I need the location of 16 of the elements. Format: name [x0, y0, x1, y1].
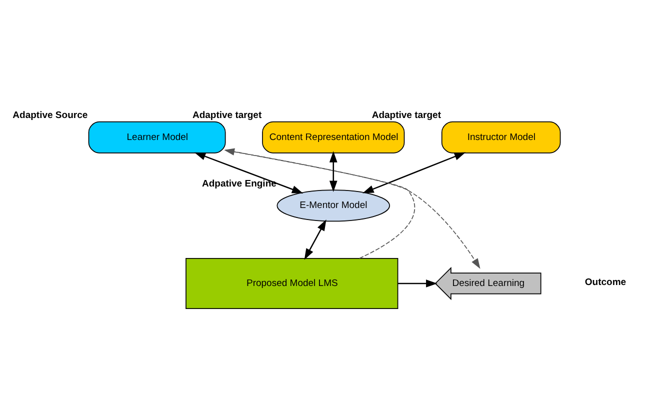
node-label: Adaptive target — [372, 110, 441, 121]
arrow — [224, 148, 416, 258]
node-ellipse: E-Mentor Model — [276, 189, 390, 222]
node-label: Adaptive target — [192, 110, 262, 121]
label: Outcome — [584, 276, 626, 288]
node-box: Proposed Model LMS — [186, 257, 398, 308]
arrow — [329, 150, 338, 192]
arrow — [304, 218, 326, 260]
arrow — [398, 279, 438, 287]
node-box: Instructor Model — [441, 120, 561, 153]
node-label: Adaptive Source — [12, 110, 88, 121]
node-box: Content Representation Model — [262, 120, 405, 153]
arrow — [362, 152, 466, 193]
node-box: Learner Model — [88, 120, 226, 153]
arrow — [194, 152, 304, 193]
node-label: Adpative Engine — [202, 178, 276, 189]
